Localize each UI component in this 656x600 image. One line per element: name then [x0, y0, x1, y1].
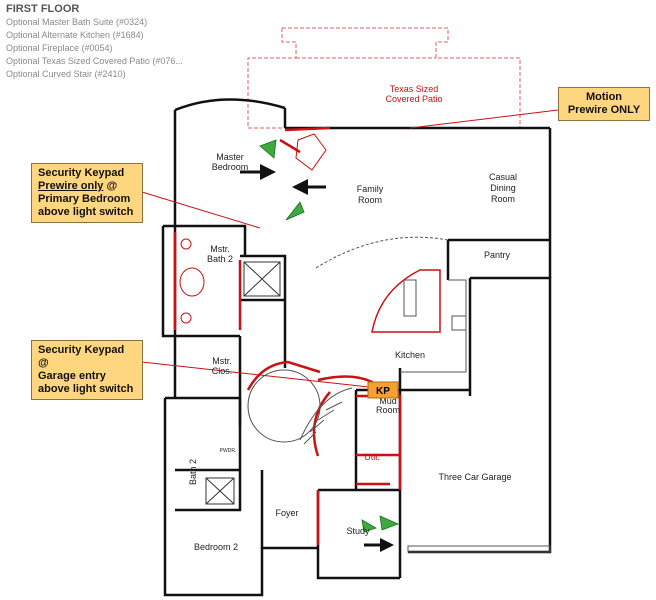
kitchen-label: Kitchen — [395, 350, 425, 360]
garage-callout-line-2: Garage entry — [38, 370, 106, 382]
bath-2-label: Bath 2 — [188, 459, 198, 485]
primary-callout-line-3: Primary Bedroom — [38, 193, 131, 205]
shower — [205, 261, 281, 505]
option-curved-stair: Optional Curved Stair (#2410) — [6, 69, 126, 79]
floor-title: FIRST FLOOR — [6, 3, 80, 15]
master-bath-label-2: Bath 2 — [207, 254, 233, 264]
foyer-label: Foyer — [275, 508, 298, 518]
primary-keypad-callout: Security Keypad Prewire only @ Primary B… — [31, 163, 143, 223]
callout-pointers — [141, 109, 559, 389]
motion-sensors — [259, 139, 400, 533]
pantry-label: Pantry — [484, 250, 511, 260]
garage-callout-line-1: Security Keypad @ — [38, 344, 125, 369]
primary-callout-line-2b: @ — [103, 180, 118, 192]
primary-callout-line-2a: Prewire only — [38, 180, 104, 192]
motion-callout-line-2: Prewire ONLY — [567, 104, 641, 116]
casual-dining-label-2: Dining — [490, 183, 516, 193]
motion-callout: Motion Prewire ONLY — [558, 87, 650, 121]
option-patio: Optional Texas Sized Covered Patio (#076… — [6, 56, 183, 66]
sensor-study-1 — [361, 519, 377, 533]
powder-label: PWDR. — [220, 448, 237, 454]
sensor-study-2 — [379, 515, 400, 531]
casual-dining-label-1: Casual — [489, 172, 517, 182]
sensor-master-2 — [285, 201, 305, 221]
utility-label: Util. — [364, 452, 380, 462]
room-labels: Texas Sized Covered Patio Master Bedroom… — [188, 84, 517, 552]
bedroom-2-label: Bedroom 2 — [194, 542, 238, 552]
patio-label-1: Texas Sized — [390, 84, 439, 94]
legend: FIRST FLOOR Optional Master Bath Suite (… — [6, 3, 183, 81]
option-master-bath: Optional Master Bath Suite (#0324) — [6, 17, 148, 27]
patio-label-2: Covered Patio — [385, 94, 442, 104]
primary-callout-line-1: Security Keypad — [38, 167, 125, 179]
family-room-label-2: Room — [358, 195, 382, 205]
master-closet-label-2: Clos. — [212, 366, 233, 376]
kitchen-island — [371, 269, 467, 333]
curved-stair — [247, 369, 353, 445]
kitchen-counters — [315, 236, 467, 373]
sensor-arrows — [240, 164, 394, 552]
motion-callout-line-1: Motion — [585, 91, 623, 103]
bath-fixtures — [179, 238, 205, 324]
garage-label: Three Car Garage — [438, 472, 511, 482]
master-bedroom-label-1: Master — [216, 152, 244, 162]
option-alt-kitchen: Optional Alternate Kitchen (#1684) — [6, 30, 144, 40]
garage-keypad-callout: Security Keypad @ Garage entry above lig… — [31, 340, 143, 400]
casual-dining-label-3: Room — [491, 194, 515, 204]
master-closet-label-1: Mstr. — [212, 356, 232, 366]
family-room-label-1: Family — [357, 184, 384, 194]
master-bedroom-label-2: Bedroom — [212, 162, 249, 172]
fireplace — [295, 133, 327, 171]
sensor-master-1 — [259, 139, 277, 159]
primary-callout-line-4: above light switch — [38, 206, 134, 218]
garage-callout-line-3: above light switch — [38, 383, 134, 395]
garage-door — [407, 545, 551, 553]
master-bath-label-1: Mstr. — [210, 244, 230, 254]
keypad-marker — [367, 381, 399, 399]
mud-room-label-1: Mud — [379, 396, 397, 406]
keypad-label: KP — [376, 386, 390, 397]
covered-patio — [247, 27, 521, 129]
study-label: Study — [346, 526, 370, 536]
mud-room-label-2: Room — [376, 405, 400, 415]
option-fireplace: Optional Fireplace (#0054) — [6, 43, 113, 53]
